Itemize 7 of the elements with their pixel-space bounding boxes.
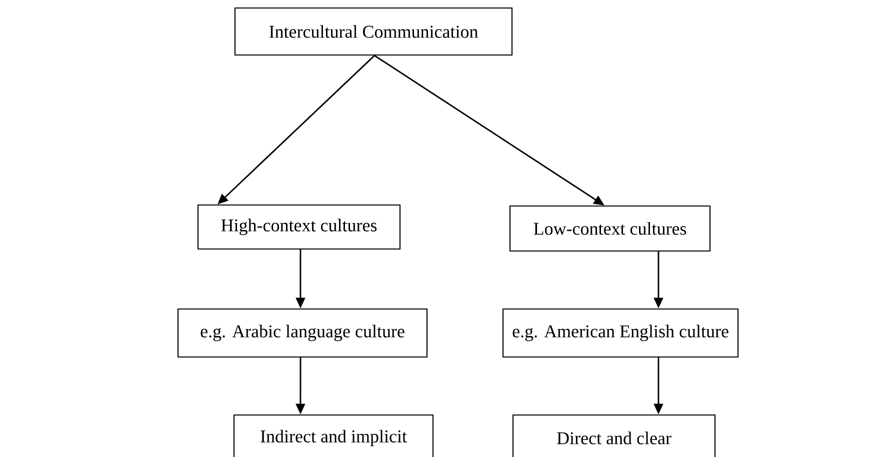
- text-box: e.g. American English culture: [502, 308, 739, 358]
- text-box: Direct and clear: [512, 414, 716, 457]
- text-box: e.g. Arabic language culture: [177, 308, 428, 358]
- text-box: Intercultural Communication: [234, 7, 513, 56]
- text-box: Indirect and implicit: [233, 414, 434, 457]
- text-box: High-context cultures: [197, 204, 401, 250]
- text-box: Low-context cultures: [509, 205, 711, 252]
